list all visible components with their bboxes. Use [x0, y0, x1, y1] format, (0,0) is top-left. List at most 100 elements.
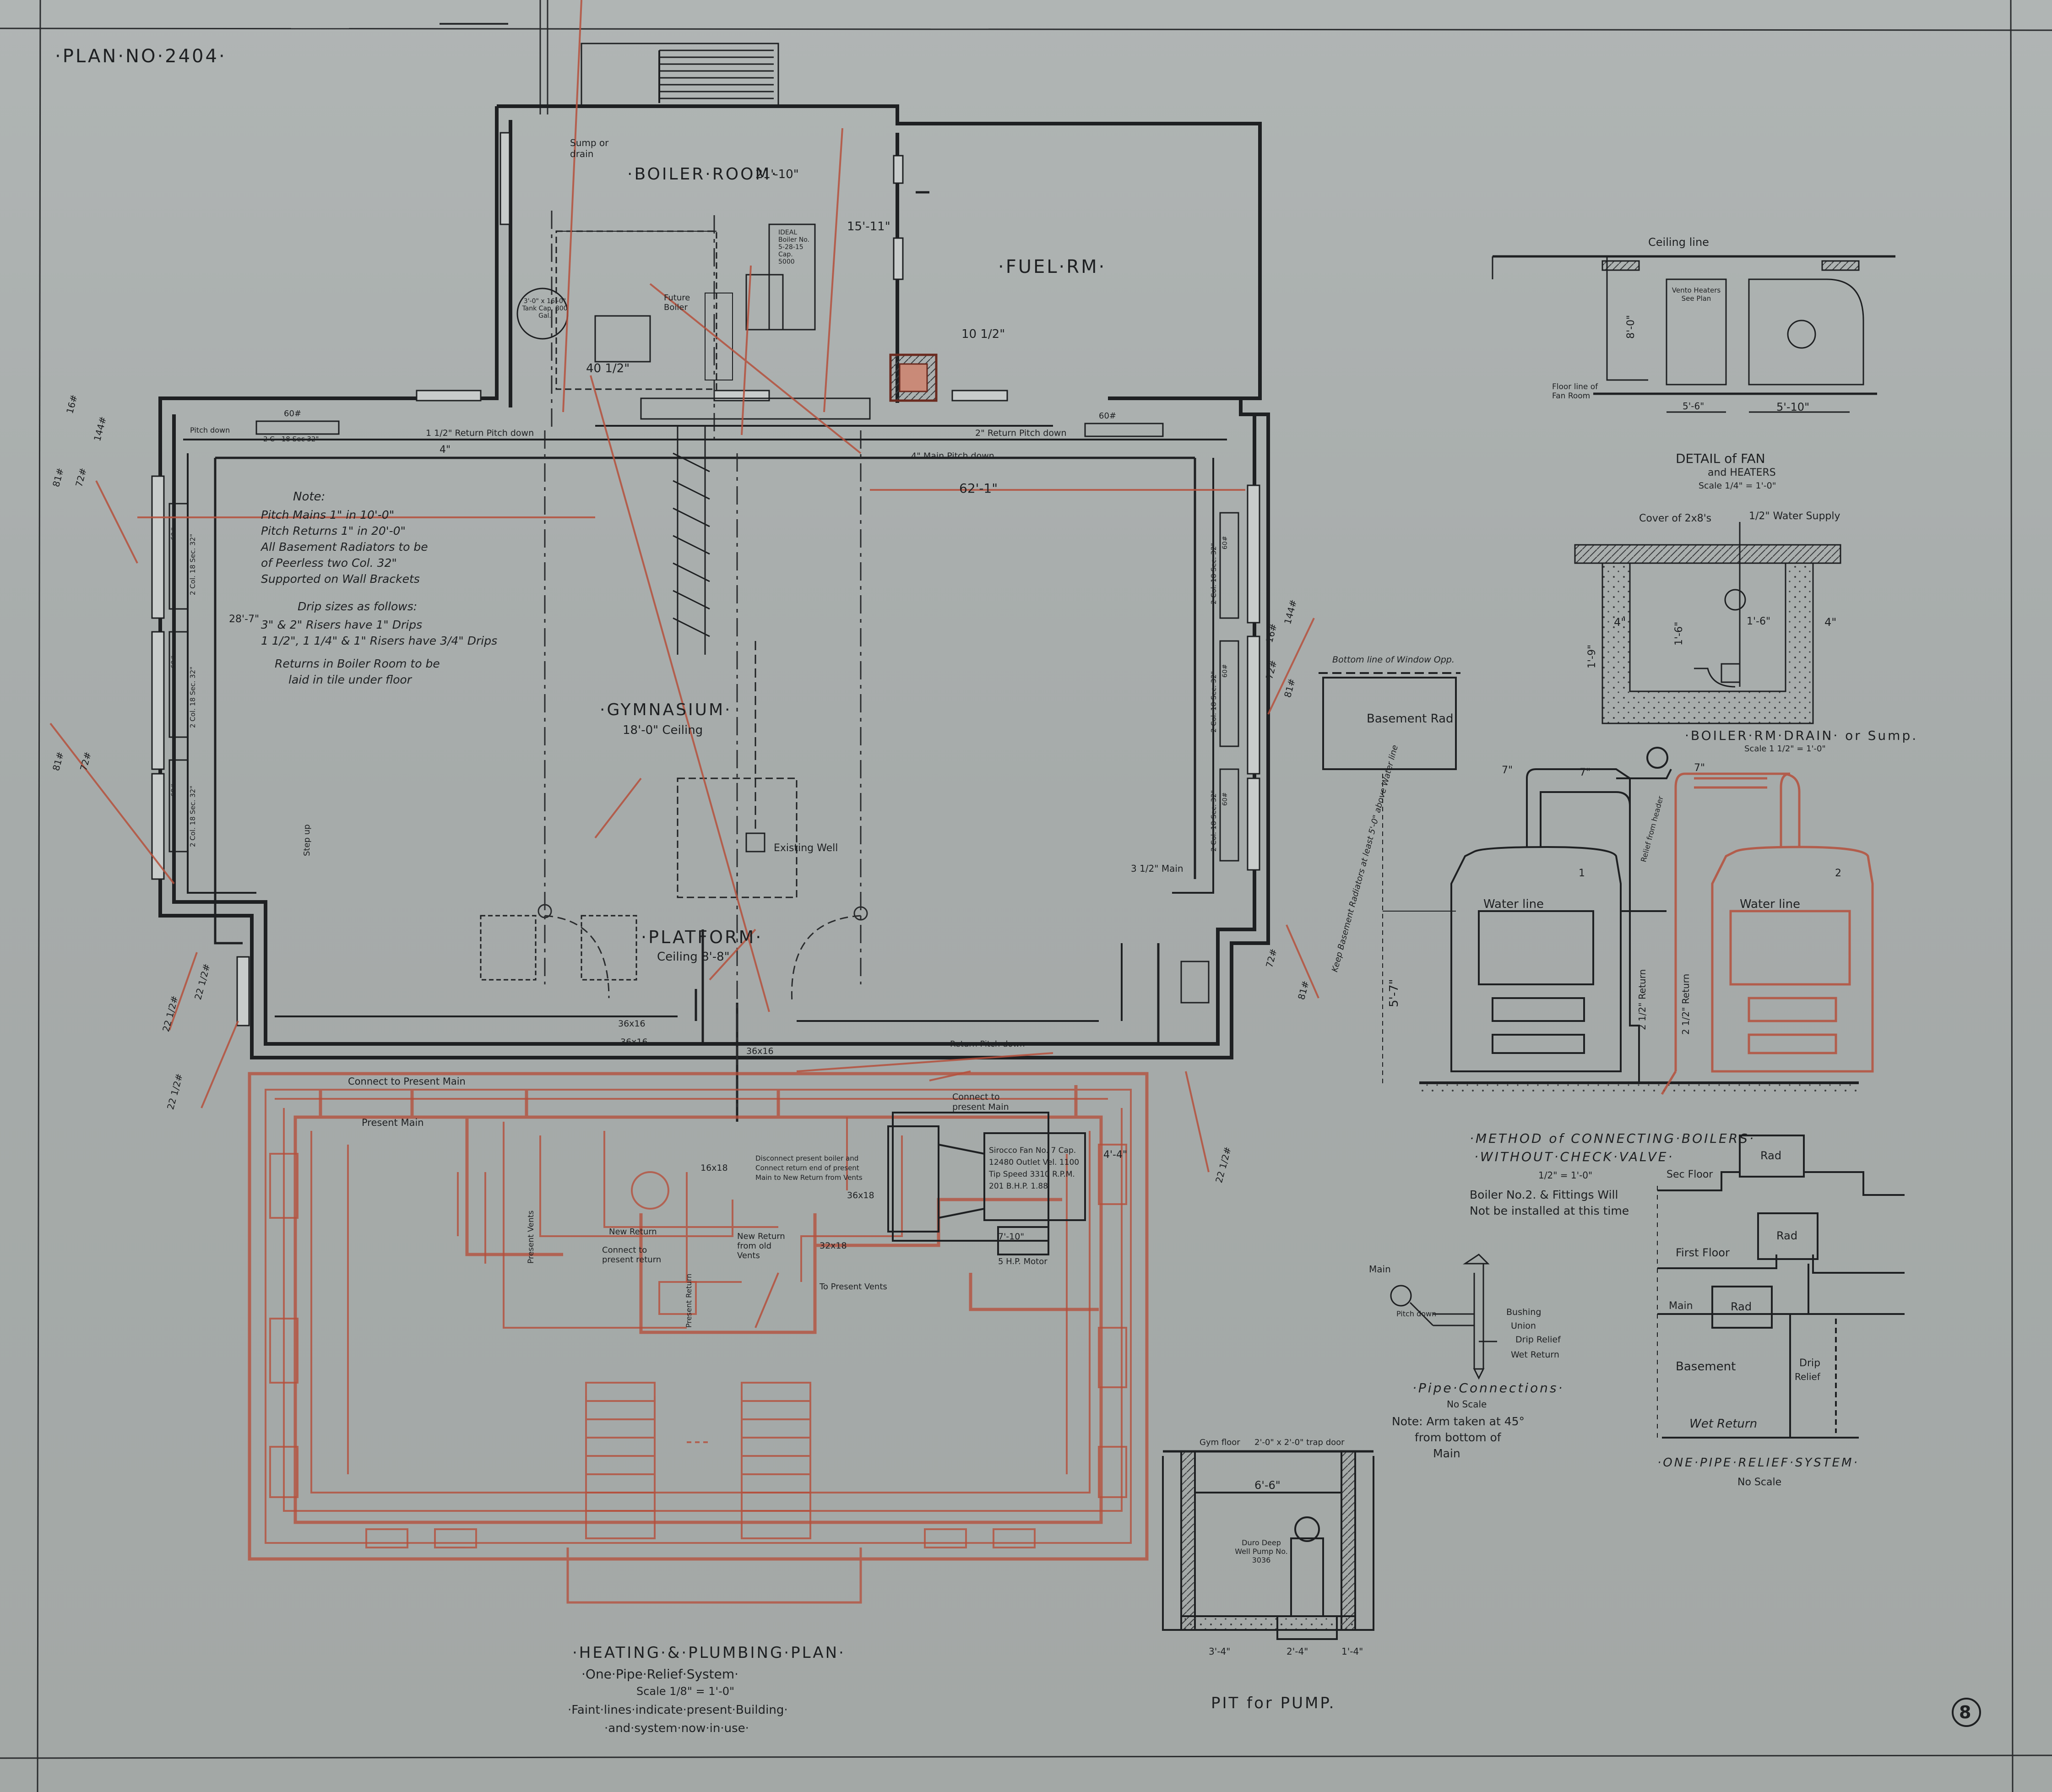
left-wall-dimension: 28'-7" [229, 614, 260, 625]
drip-line-1: 3" & 2" Risers have 1" Drips [261, 618, 423, 631]
entry-stairs [581, 43, 779, 106]
pit-trap-door: 2'-0" x 2'-0" trap door [1254, 1438, 1345, 1447]
pipe-conn-title: ·Pipe·Connections· [1412, 1380, 1564, 1396]
to-present-vents: To Present Vents [820, 1282, 887, 1292]
basement-rad-label: Basement Rad [1367, 712, 1454, 726]
relief-sec-floor: Sec Floor [1667, 1169, 1713, 1180]
fan-ceiling-line: Ceiling line [1648, 236, 1709, 249]
boiler-height: 5'-7" [1387, 979, 1401, 1007]
existing-well-label: Existing Well [774, 842, 838, 854]
drip-title: Drip sizes as follows: [298, 600, 418, 613]
faint-lines-note: ·Faint·lines·indicate·present·Building· [568, 1703, 788, 1717]
relief-wet-return: Wet Return [1689, 1417, 1758, 1431]
pit-pump-label: Duro Deep Well Pump No. 3036 [1235, 1538, 1288, 1564]
pipe-conn-note-3: Main [1433, 1447, 1460, 1460]
pipe-conn-wet-return: Wet Return [1511, 1350, 1559, 1360]
sirocco-fan-label: Sirocco Fan No. 7 Cap. 12480 Outlet Vel.… [989, 1146, 1080, 1191]
pipe-connections-drawing [1390, 1254, 1497, 1380]
connect-present-return: Connect to present return [602, 1245, 662, 1265]
radiator-right-2-spec: 2 Col. 18 Sec. 32" [1210, 671, 1218, 733]
fan-height: 8'-0" [1625, 315, 1637, 339]
returns-line-1: Returns in Boiler Room to be [275, 657, 440, 670]
present-vents-label: Present Vents [527, 1210, 536, 1264]
note-line-1: Pitch Mains 1" in 10'-0" [261, 508, 395, 521]
relief-first-floor: First Floor [1676, 1246, 1730, 1259]
pipe-conn-bushing: Bushing [1506, 1307, 1542, 1317]
drain-title: ·BOILER·RM·DRAIN· or Sump. [1685, 728, 1918, 743]
new-return-vents: New Return from old Vents [737, 1232, 785, 1260]
duct-36x16-c: 36x16 [620, 1037, 648, 1047]
radiator-top-right-weight: 60# [1099, 411, 1116, 421]
radiator-right-1-weight: 60# [1221, 536, 1229, 549]
relief-basement: Basement [1676, 1360, 1736, 1374]
gymnasium-ceiling: 18'-0" Ceiling [623, 723, 703, 737]
drain-depth: 1'-9" [1586, 644, 1598, 668]
drain-side-2: 4" [1824, 616, 1837, 629]
boilers-title: ·METHOD of CONNECTING·BOILERS· [1470, 1131, 1755, 1146]
connect-present-main: Connect to Present Main [348, 1076, 466, 1087]
pipe-conn-drip-relief: Drip Relief [1515, 1335, 1561, 1345]
duct-36x16-a: 36x16 [618, 1019, 646, 1029]
fan-floor-line: Floor line of Fan Room [1552, 382, 1598, 401]
fan-dim-1: 5'-6" [1683, 401, 1705, 412]
relief-rad-1: Rad [1760, 1149, 1782, 1162]
note-line-3: All Basement Radiators to be [261, 540, 428, 554]
boiler-pipe-7b: 7" [1580, 767, 1591, 778]
radiators [168, 420, 1239, 1004]
pipe-return-pitch-down-2: 2" Return Pitch down [975, 428, 1067, 438]
relief-no-scale: No Scale [1737, 1477, 1782, 1488]
duct-4-4: 4'-4" [1103, 1149, 1128, 1161]
riser-ladder [673, 426, 710, 655]
tank-dimension: 40 1/2" [586, 362, 630, 375]
sump-label: Sump or drain [570, 137, 609, 159]
relief-drip: Drip [1799, 1358, 1821, 1369]
fan-vento-heaters: Vento Heaters See Plan [1672, 286, 1721, 303]
note-line-2: Pitch Returns 1" in 20'-0" [261, 524, 406, 538]
boiler-room-height: 15'-11" [847, 220, 890, 234]
plan-system: ·One·Pipe·Relief·System· [581, 1667, 739, 1682]
motor-label: 5 H.P. Motor [998, 1257, 1048, 1266]
drip-line-2: 1 1/2", 1 1/4" & 1" Risers have 3/4" Dri… [261, 634, 498, 647]
pipe-conn-union: Union [1511, 1321, 1536, 1331]
relief-relief: Relief [1795, 1371, 1820, 1382]
boiler-pipe-7c: 7" [1694, 762, 1705, 774]
pump-pit-drawing [1162, 1450, 1374, 1640]
water-line-1: Water line [1483, 897, 1544, 911]
red-annotation-lines [49, 0, 1319, 1328]
radiator-top-left-weight: 60# [284, 409, 301, 418]
relief-title: ·ONE·PIPE·RELIEF·SYSTEM· [1657, 1456, 1859, 1470]
radiator-left-2-spec: 2 Col. 18 Sec. 32" [189, 666, 197, 728]
pit-title: PIT for PUMP. [1211, 1694, 1336, 1712]
note-title: Note: [293, 490, 326, 504]
faint-lines-note-2: ·and·system·now·in·use· [604, 1721, 749, 1735]
sheet-number-circle [1952, 1698, 1981, 1727]
fuel-room-label: ·FUEL·RM· [998, 256, 1107, 277]
radiator-left-1-weight: 60# [170, 527, 178, 540]
fan-detail-title-2: and HEATERS [1708, 467, 1776, 478]
plan-number: ·PLAN·NO·2404· [55, 46, 227, 67]
fan-detail-title: DETAIL of FAN [1676, 451, 1765, 466]
new-return-label: New Return [609, 1227, 657, 1237]
radiator-right-3-weight: 60# [1221, 792, 1229, 806]
pipe-conn-note-1: Note: Arm taken at 45° [1392, 1415, 1525, 1428]
boiler-room-equipment [516, 223, 871, 420]
radiator-left-3-spec: 2 Col. 18 Sec. 32" [189, 785, 197, 847]
present-building-outline [248, 1072, 1149, 1604]
pipe-step-up: Step up [302, 824, 312, 856]
drain-scale: Scale 1 1/2" = 1'-0" [1744, 744, 1826, 754]
pit-dim-3: 1'-4" [1341, 1646, 1363, 1657]
boiler-room-label: ·BOILER·ROOM· [627, 165, 778, 184]
platform-label: ·PLATFORM· [641, 927, 763, 947]
drain-width: 1'-6" [1747, 616, 1771, 627]
ideal-boiler-label: IDEAL Boiler No. 5-28-15 Cap. 5000 [778, 229, 810, 266]
radiator-top-left-spec: 2 C - 18 Sec 32" [263, 435, 319, 443]
future-boiler-label: Future Boiler [664, 293, 690, 312]
fan-dim-2: 5'-10" [1776, 401, 1810, 413]
note-line-5: Supported on Wall Brackets [261, 572, 420, 586]
pipe-main-4: 4" [440, 444, 451, 456]
present-radiators [269, 1144, 1127, 1548]
radiator-left-3-weight: 60# [170, 783, 178, 797]
chimney [889, 353, 938, 402]
duct-36x16-b: 36x16 [746, 1046, 774, 1056]
